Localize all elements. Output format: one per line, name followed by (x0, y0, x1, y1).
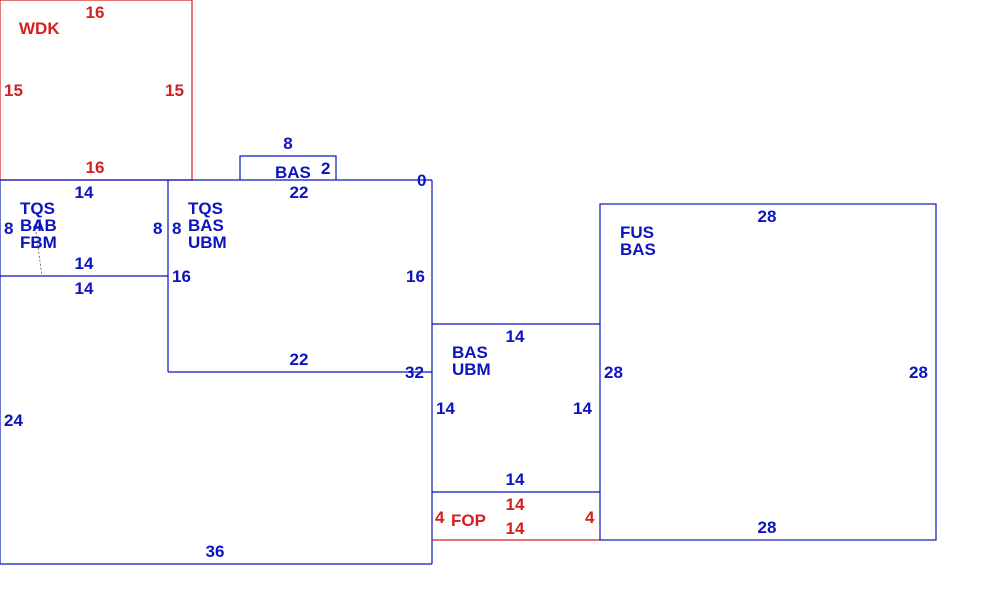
small-area-extra: 4 (33, 216, 43, 235)
upper-main-dim-top: 22 (290, 183, 309, 202)
wdk-dim-left: 15 (4, 81, 23, 100)
fus-bas-dim-left: 28 (604, 363, 623, 382)
section-main-body: 14 36 24 32 (0, 180, 433, 565)
bas-ubm-dim-bottom: 14 (506, 470, 525, 489)
bas-ubm-dim-top: 14 (506, 327, 525, 346)
small-area-dim-top: 14 (75, 183, 94, 202)
bas-ubm-dim-left: 14 (436, 399, 455, 418)
section-fus-bas: FUS BAS 28 28 28 28 (599, 203, 937, 541)
wdk-dim-right: 15 (165, 81, 184, 100)
small-area-code-1: TQS (20, 199, 55, 218)
small-area-code-2: BAB (20, 216, 57, 235)
fop-dim-bottom: 14 (506, 519, 525, 538)
fop-dim-left: 4 (435, 508, 445, 527)
main-body-dim-right: 32 (405, 363, 424, 382)
small-area-dim-bottom: 14 (75, 254, 94, 273)
fus-bas-code-2: BAS (620, 240, 656, 259)
fus-bas-dim-top: 28 (758, 207, 777, 226)
bas-bump-dim-right: 2 (321, 159, 330, 178)
section-bas-ubm: BAS UBM 14 14 14 14 (432, 323, 600, 493)
bas-ubm-dim-right: 14 (573, 399, 592, 418)
upper-main-code-2: BAS (188, 216, 224, 235)
leader-line (35, 231, 43, 277)
wdk-outline (0, 0, 193, 180)
upper-main-code-3: UBM (188, 233, 227, 252)
fop-dim-right: 4 (585, 508, 595, 527)
small-area-dim-right: 8 (153, 219, 162, 238)
bas-ubm-code-2: UBM (452, 360, 491, 379)
small-area-dim-left: 8 (4, 219, 13, 238)
section-wdk: WDK 16 16 15 15 (0, 0, 193, 181)
section-fop: FOP 14 14 4 4 (432, 495, 600, 541)
section-small-area: TQS BAB 4 FBM 14 14 8 8 (0, 180, 169, 277)
upper-main-dim-bottom: 22 (290, 350, 309, 369)
wdk-dim-bottom: 16 (86, 158, 105, 177)
upper-main-code-1: TQS (188, 199, 223, 218)
wdk-dim-top: 16 (86, 3, 105, 22)
bas-bump-code: BAS (275, 163, 311, 182)
fus-bas-dim-bottom: 28 (758, 518, 777, 537)
main-body-dim-top: 14 (75, 279, 94, 298)
upper-main-dim-left: 8 (172, 219, 181, 238)
fop-dim-top: 14 (506, 495, 525, 514)
bas-bump-outline (239, 155, 337, 180)
small-area-code-3: FBM (20, 233, 57, 252)
main-body-dim-bottom: 36 (206, 542, 225, 561)
main-body-dim-left: 24 (4, 411, 23, 430)
upper-main-dim-corner: 0 (417, 171, 426, 190)
wdk-code: WDK (19, 19, 60, 38)
fop-code: FOP (451, 511, 486, 530)
section-upper-main: TQS BAS UBM 22 22 8 16 16 0 (0, 171, 432, 373)
fus-bas-outline (599, 203, 937, 541)
bas-bump-dim-top: 8 (283, 134, 292, 153)
fus-bas-dim-right: 28 (909, 363, 928, 382)
bas-ubm-code-1: BAS (452, 343, 488, 362)
fus-bas-code-1: FUS (620, 223, 654, 242)
upper-main-dim-left-lower: 16 (172, 267, 191, 286)
upper-main-dim-right: 16 (406, 267, 425, 286)
section-bas-bump: BAS 8 2 (239, 134, 337, 182)
